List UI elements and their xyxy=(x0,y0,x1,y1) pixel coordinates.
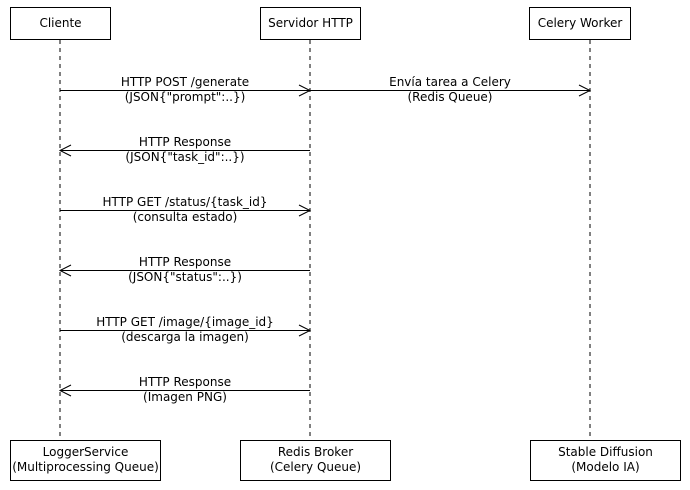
participant-sd-line-2: (Modelo IA) xyxy=(571,460,639,474)
message-response-image: HTTP Response (Imagen PNG) xyxy=(58,375,310,404)
participant-servidor: Servidor HTTP xyxy=(260,7,361,40)
message-4-line-1: HTTP GET /status/{task_id} xyxy=(103,195,268,209)
participant-redis: Redis Broker (Celery Queue) xyxy=(240,440,391,481)
message-6-line-1: HTTP GET /image/{image_id} xyxy=(96,315,274,329)
participant-logger-line-2: (Multiprocessing Queue) xyxy=(12,460,159,474)
message-1-line-2: (JSON{"prompt":..}) xyxy=(125,90,246,104)
message-7-line-1: HTTP Response xyxy=(139,375,231,389)
participant-servidor-label: Servidor HTTP xyxy=(268,16,353,30)
participant-worker: Celery Worker xyxy=(529,7,631,40)
message-7-line-2: (Imagen PNG) xyxy=(143,390,227,404)
participant-redis-line-2: (Celery Queue) xyxy=(270,460,361,474)
message-response-task-id: HTTP Response (JSON{"task_id":..}) xyxy=(58,135,310,164)
message-response-status: HTTP Response (JSON{"status":..}) xyxy=(58,255,310,284)
participant-worker-label: Celery Worker xyxy=(538,16,623,30)
message-get-status: HTTP GET /status/{task_id} (consulta est… xyxy=(60,195,312,224)
message-envia-tarea: Envía tarea a Celery (Redis Queue) xyxy=(310,75,592,104)
message-4-line-2: (consulta estado) xyxy=(133,210,238,224)
message-3-line-2: (JSON{"task_id":..}) xyxy=(125,150,244,164)
message-post-generate: HTTP POST /generate (JSON{"prompt":..}) xyxy=(60,75,312,104)
message-1-line-1: HTTP POST /generate xyxy=(121,75,249,89)
participant-logger: LoggerService (Multiprocessing Queue) xyxy=(10,440,161,481)
participant-cliente-label: Cliente xyxy=(39,16,81,30)
participant-cliente: Cliente xyxy=(10,7,111,40)
message-2-line-2: (Redis Queue) xyxy=(408,90,493,104)
message-5-line-1: HTTP Response xyxy=(139,255,231,269)
message-2-line-1: Envía tarea a Celery xyxy=(389,75,511,89)
participant-redis-line-1: Redis Broker xyxy=(278,445,353,459)
message-get-image: HTTP GET /image/{image_id} (descarga la … xyxy=(60,315,312,344)
message-5-line-2: (JSON{"status":..}) xyxy=(128,270,242,284)
participant-sd: Stable Diffusion (Modelo IA) xyxy=(530,440,681,481)
participant-logger-line-1: LoggerService xyxy=(43,445,129,459)
message-3-line-1: HTTP Response xyxy=(139,135,231,149)
message-6-line-2: (descarga la imagen) xyxy=(121,330,249,344)
participant-sd-line-1: Stable Diffusion xyxy=(558,445,653,459)
